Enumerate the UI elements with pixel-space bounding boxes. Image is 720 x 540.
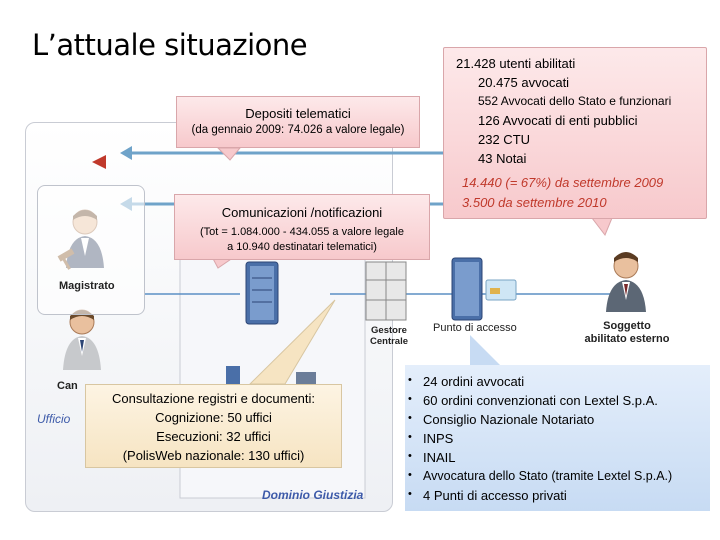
magistrato-box — [37, 185, 145, 315]
red-arrow-icon — [92, 155, 106, 169]
list-item: •INAIL — [423, 450, 456, 465]
list-item-text: 60 ordini convenzionati con Lextel S.p.A… — [423, 393, 658, 408]
depositi-detail: (da gennaio 2009: 74.026 a valore legale… — [177, 124, 419, 136]
cancelleria-person-icon — [63, 310, 101, 370]
gestore-centrale-icon — [366, 262, 406, 320]
comunicazioni-detail-line2: a 10.940 destinatari telematici) — [175, 240, 429, 255]
depositi-title: Depositi telematici — [177, 106, 419, 121]
gestore-line2: Centrale — [370, 336, 408, 347]
comunicazioni-title: Comunicazioni /notificazioni — [175, 205, 429, 220]
magistrato-label: Magistrato — [59, 280, 115, 292]
soggetto-person-icon — [606, 252, 646, 312]
ufficio-label: Ufficio — [37, 412, 70, 426]
list-item-text: INAIL — [423, 450, 456, 465]
utenti-line: 43 Notai — [478, 151, 526, 166]
utenti-red-line: 14.440 (= 67%) da settembre 2009 — [462, 175, 663, 190]
list-item-text: 4 Punti di accesso privati — [423, 488, 567, 503]
soggetto-line2: abilitato esterno — [582, 333, 672, 346]
depositi-callout: Depositi telematici (da gennaio 2009: 74… — [176, 96, 420, 148]
utenti-abilitati-callout: 21.428 utenti abilitati 20.475 avvocati … — [443, 47, 707, 219]
consultazione-callout: Consultazione registri e documenti: Cogn… — [85, 384, 342, 468]
list-item-text: Consiglio Nazionale Notariato — [423, 412, 594, 427]
utenti-total: 21.428 utenti abilitati — [456, 56, 575, 71]
utenti-line: 552 Avvocati dello Stato e funzionari — [478, 94, 671, 108]
punto-accesso-label: Punto di accesso — [433, 322, 517, 334]
comunicazioni-callout: Comunicazioni /notificazioni (Tot = 1.08… — [174, 194, 430, 260]
utenti-line: 126 Avvocati di enti pubblici — [478, 113, 637, 128]
list-item: •24 ordini avvocati — [423, 374, 524, 389]
cancelleria-label: Can — [57, 380, 78, 392]
utenti-red-line: 3.500 da settembre 2010 — [462, 195, 607, 210]
list-item: •INPS — [423, 431, 453, 446]
list-item-text: Avvocatura dello Stato (tramite Lextel S… — [423, 469, 672, 483]
list-item: •Avvocatura dello Stato (tramite Lextel … — [423, 469, 672, 483]
list-item-text: 24 ordini avvocati — [423, 374, 524, 389]
dominio-giustizia-label: Dominio Giustizia — [262, 488, 363, 502]
punti-accesso-box: •24 ordini avvocati •60 ordini convenzio… — [405, 365, 710, 511]
utenti-line: 20.475 avvocati — [478, 75, 569, 90]
gestore-centrale-label: Gestore Centrale — [370, 325, 408, 347]
gestore-line1: Gestore — [370, 325, 408, 336]
consultazione-esecuzioni: Esecuzioni: 32 uffici — [86, 429, 341, 444]
soggetto-label: Soggetto abilitato esterno — [582, 320, 672, 346]
list-item: •60 ordini convenzionati con Lextel S.p.… — [423, 393, 658, 408]
soggetto-line1: Soggetto — [582, 320, 672, 333]
punto-accesso-icon — [452, 258, 516, 320]
comunicazioni-detail-line1: (Tot = 1.084.000 - 434.055 a valore lega… — [175, 225, 429, 240]
consultazione-cognizione: Cognizione: 50 uffici — [86, 410, 341, 425]
utenti-line: 232 CTU — [478, 132, 530, 147]
list-item: •4 Punti di accesso privati — [423, 488, 567, 503]
consultazione-title: Consultazione registri e documenti: — [86, 391, 341, 406]
comunicazioni-detail: (Tot = 1.084.000 - 434.055 a valore lega… — [175, 225, 429, 255]
list-item: •Consiglio Nazionale Notariato — [423, 412, 594, 427]
server-icon — [246, 262, 278, 324]
consultazione-polisweb: (PolisWeb nazionale: 130 uffici) — [86, 448, 341, 463]
list-item-text: INPS — [423, 431, 453, 446]
